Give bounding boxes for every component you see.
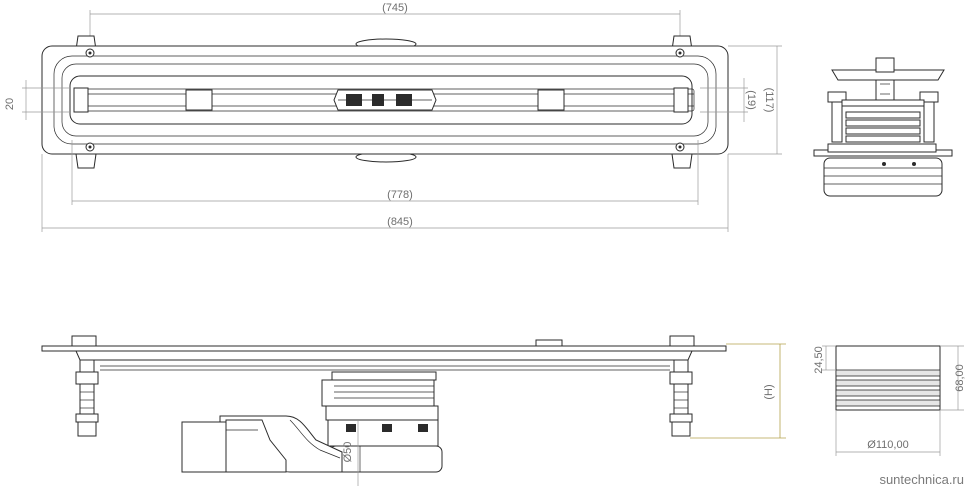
dim-siphon-diameter: Ø110,00 — [867, 439, 908, 451]
dim-slot-width: (19) — [745, 90, 757, 110]
dim-siphon-height: 68,00 — [954, 364, 966, 392]
dim-frame-inner-length: (778) — [387, 189, 413, 201]
dim-outlet-diameter: Ø50 — [342, 442, 354, 463]
dim-grate-length: (745) — [382, 2, 408, 14]
dim-install-height: (H) — [763, 384, 775, 399]
dim-overall-length: (845) — [387, 216, 413, 228]
end-view — [813, 57, 953, 197]
siphon-detail: 24,50 68,00 Ø110,00 — [813, 345, 966, 456]
side-view: Ø50 (H) — [41, 335, 786, 486]
watermark: suntechnica.ru — [879, 472, 964, 487]
dim-siphon-upper: 24,50 — [813, 346, 825, 374]
dim-overall-width: (117) — [763, 88, 775, 113]
top-view: (745) — [4, 2, 782, 232]
dim-left-height: 20 — [4, 98, 16, 110]
